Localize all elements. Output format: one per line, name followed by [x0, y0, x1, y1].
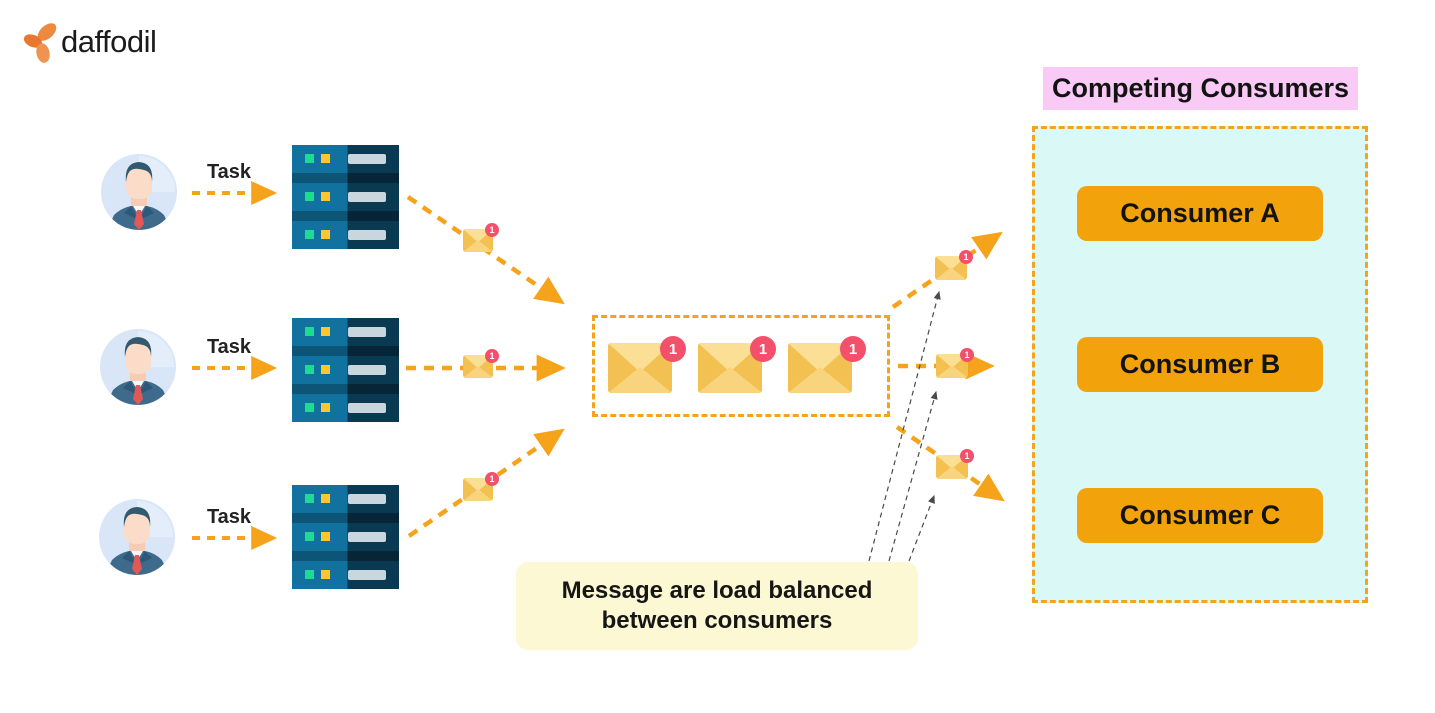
server-led-green [305, 570, 314, 579]
envelope-icon: 1 [698, 336, 776, 393]
envelope-icon: 1 [463, 472, 499, 501]
server-drive-bar [348, 327, 386, 337]
server-drive-bar [348, 154, 386, 164]
server-drive-bar [348, 403, 386, 413]
server-drive-bar [348, 365, 386, 375]
consumer-c-box: Consumer C [1077, 488, 1323, 543]
server-led-green [305, 365, 314, 374]
message-count-badge: 1 [959, 250, 973, 264]
note-pointer-arrow-2 [888, 390, 938, 562]
server-led-yellow [321, 365, 330, 374]
server-led-yellow [321, 494, 330, 503]
message-count-badge: 1 [660, 336, 686, 362]
server-led-green [305, 403, 314, 412]
task-label: Task [206, 506, 252, 528]
competing-consumers-label: Competing Consumers [1043, 67, 1358, 110]
server-drive-bar [348, 230, 386, 240]
envelope-icon: 1 [463, 349, 499, 378]
envelope-icon: 1 [935, 250, 973, 280]
server-rack-icon [292, 485, 399, 589]
server-led-yellow [321, 570, 330, 579]
message-count-badge: 1 [485, 349, 499, 363]
task-label: Task [206, 161, 252, 183]
server-led-yellow [321, 154, 330, 163]
note-line-2: between consumers [601, 607, 833, 634]
server-drive-bar [348, 494, 386, 504]
server-led-green [305, 192, 314, 201]
server-drive-bar [348, 192, 386, 202]
message-count-badge: 1 [485, 472, 499, 486]
message-count-badge: 1 [750, 336, 776, 362]
brand-logo: daffodil [24, 20, 157, 64]
server-rack-icon [292, 318, 399, 422]
server-led-green [305, 154, 314, 163]
note-pointer-arrow-3 [908, 494, 935, 562]
server-led-yellow [321, 403, 330, 412]
server-led-green [305, 230, 314, 239]
server-led-yellow [321, 327, 330, 336]
message-queue-box [592, 315, 890, 417]
note-box: Message are load balanced between consum… [516, 562, 918, 650]
user-avatar-icon [101, 154, 177, 230]
message-count-badge: 1 [840, 336, 866, 362]
server-led-green [305, 532, 314, 541]
message-count-badge: 1 [960, 348, 974, 362]
server-led-yellow [321, 230, 330, 239]
daffodil-flower-icon [24, 23, 57, 63]
envelope-icon: 1 [463, 223, 499, 252]
user-avatar-icon [99, 499, 175, 575]
consumer-b-box: Consumer B [1077, 337, 1323, 392]
server-drive-bar [348, 532, 386, 542]
envelope-icon: 1 [936, 449, 974, 479]
task-label: Task [206, 336, 252, 358]
envelope-icon: 1 [788, 336, 866, 393]
message-count-badge: 1 [485, 223, 499, 237]
server-led-green [305, 327, 314, 336]
consumer-a-box: Consumer A [1077, 186, 1323, 241]
message-count-badge: 1 [960, 449, 974, 463]
server-drive-bar [348, 570, 386, 580]
note-line-1: Message are load balanced [561, 577, 873, 604]
server-led-yellow [321, 192, 330, 201]
server-led-yellow [321, 532, 330, 541]
user-avatar-icon [100, 329, 176, 405]
server-rack-icon [292, 145, 399, 249]
envelope-icon: 1 [936, 348, 974, 378]
server-led-green [305, 494, 314, 503]
brand-name: daffodil [61, 24, 157, 59]
envelope-icon: 1 [608, 336, 686, 393]
